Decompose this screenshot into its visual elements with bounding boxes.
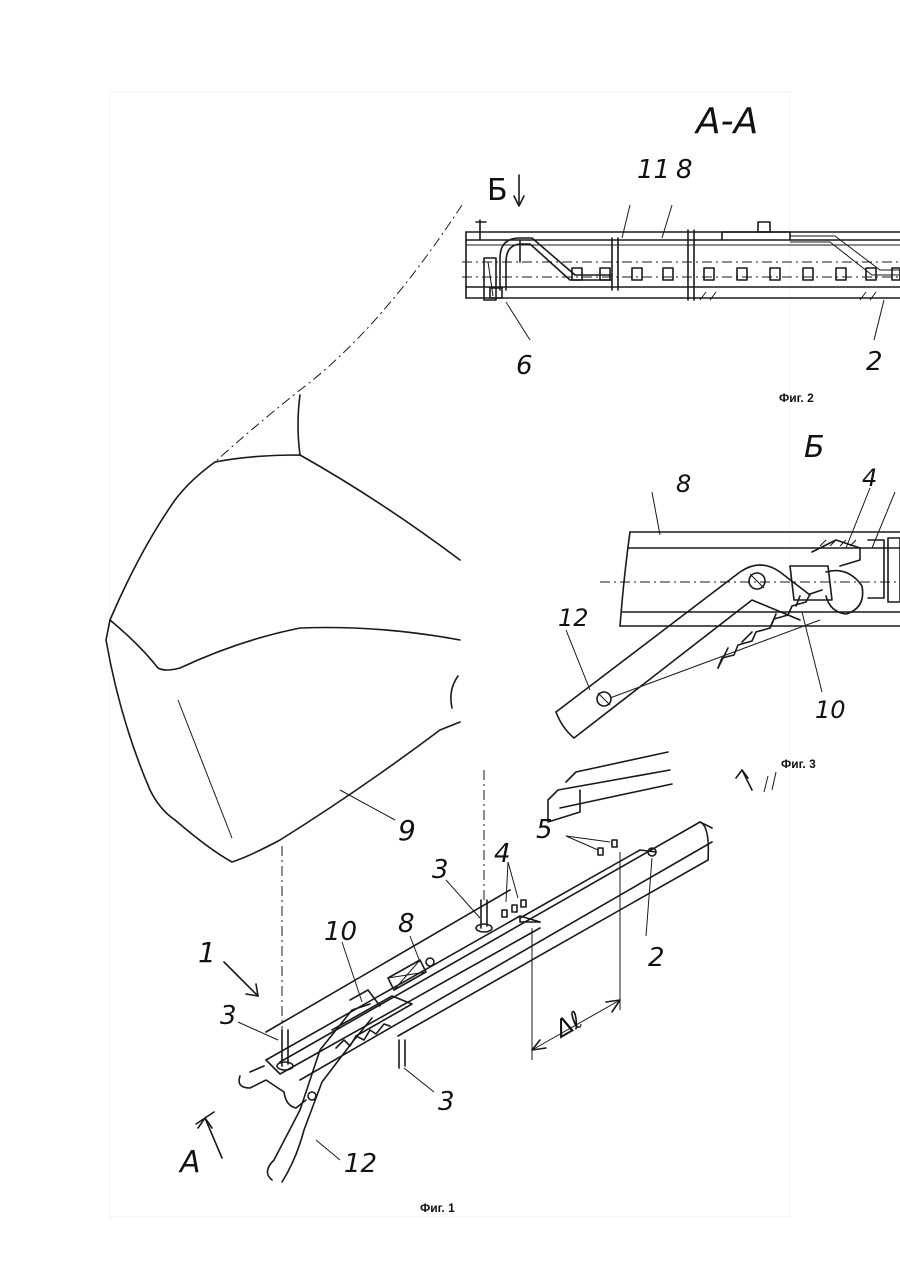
fig2-title: A-A bbox=[694, 101, 758, 142]
fig1-caption: Фиг. 1 bbox=[420, 1201, 455, 1215]
fig3-label-12: 12 bbox=[558, 604, 589, 632]
fig3-label-10: 10 bbox=[815, 696, 846, 724]
fig1-label-2: 2 bbox=[648, 943, 665, 973]
fig3-label-4: 4 bbox=[862, 464, 877, 492]
fig1-label-12: 12 bbox=[344, 1149, 377, 1179]
fig1-rail-assembly bbox=[196, 752, 712, 1182]
fig2-caption: Фиг. 2 bbox=[779, 391, 814, 405]
fig1-label-1: 1 bbox=[198, 936, 216, 969]
fig1-label-4: 4 bbox=[494, 839, 511, 869]
seat-cushion-drawing bbox=[106, 205, 462, 862]
fig1-label-8: 8 bbox=[398, 909, 415, 939]
fig2-section-view bbox=[462, 175, 900, 340]
fig2-label-6: 6 bbox=[516, 351, 533, 381]
fig3-caption: Фиг. 3 bbox=[781, 757, 816, 771]
fig1-dimension-delta-l: Δℓ bbox=[549, 1006, 588, 1044]
fig2-label-11: 11 bbox=[637, 155, 670, 185]
fig1-label-5: 5 bbox=[536, 815, 553, 845]
fig3-label-8: 8 bbox=[676, 470, 691, 498]
fig1-label-3-top: 3 bbox=[432, 855, 449, 885]
fig1-label-3-bottom: 3 bbox=[438, 1087, 455, 1117]
fig3-title: Б bbox=[804, 430, 825, 465]
fig1-label-9: 9 bbox=[398, 814, 416, 847]
fig2-hole-row bbox=[572, 268, 900, 280]
fig1-label-10: 10 bbox=[324, 917, 357, 947]
fig2-label-b: Б bbox=[487, 173, 508, 208]
fig2-label-2: 2 bbox=[866, 347, 883, 377]
fig1-label-3-left: 3 bbox=[220, 1001, 237, 1031]
fig2-label-8: 8 bbox=[676, 155, 693, 185]
fig1-section-a-label: A bbox=[178, 1145, 201, 1180]
fig3-detail-view bbox=[556, 488, 900, 792]
